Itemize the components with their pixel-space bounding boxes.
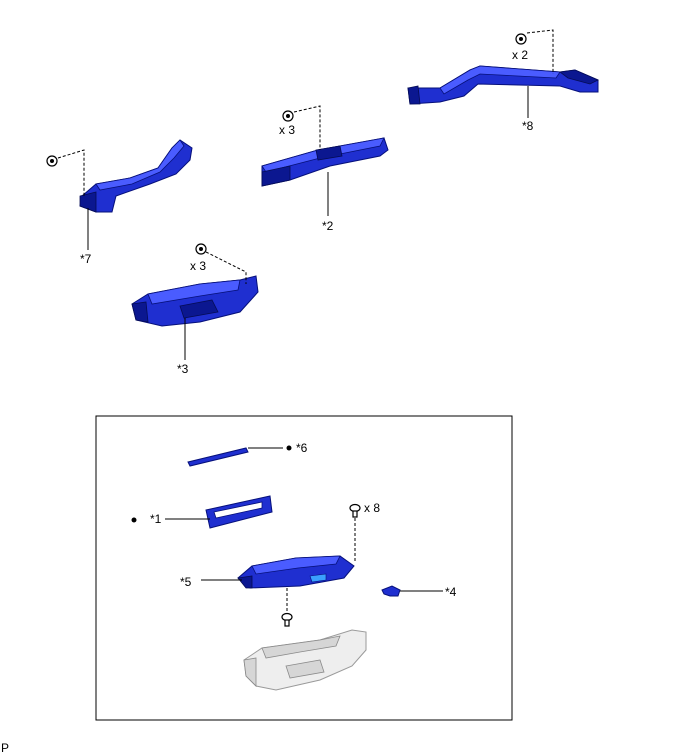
leader-dashed — [293, 105, 321, 150]
bullet-icon — [131, 517, 137, 523]
quantity-text: x 8 — [364, 501, 380, 515]
leader-dashed — [205, 251, 247, 284]
callout-label: *7 — [80, 252, 92, 266]
part-6-rod — [187, 447, 249, 467]
figure-code: P — [1, 741, 9, 755]
bullet-icon — [286, 445, 292, 451]
bolt-icon — [281, 612, 293, 627]
inset-frame — [95, 415, 513, 721]
part-3-duct — [131, 275, 259, 327]
callout-label: *1 — [150, 512, 162, 526]
clip-icon — [46, 155, 58, 167]
leader-dashed — [57, 149, 85, 196]
quantity-text: x 3 — [279, 123, 295, 137]
part-7-duct — [79, 139, 193, 213]
part-2-duct — [261, 137, 389, 187]
clip-icon — [282, 110, 294, 122]
quantity-text: x 2 — [512, 48, 528, 62]
part-1-bezel — [205, 495, 273, 529]
quantity-text: x 3 — [190, 259, 206, 273]
bolt-icon — [349, 503, 361, 518]
callout-label: *6 — [296, 441, 308, 455]
base-housing-ghost — [243, 629, 367, 691]
part-4-bracket — [381, 585, 401, 597]
callout-label: *8 — [522, 119, 534, 133]
clip-icon — [195, 243, 207, 255]
callout-label: *5 — [180, 575, 192, 589]
clip-icon — [515, 33, 527, 45]
callout-label: *3 — [177, 362, 189, 376]
part-8-duct — [407, 65, 599, 105]
leader-dashed — [526, 29, 554, 74]
part-5-duct — [237, 555, 355, 589]
callout-label: *2 — [322, 219, 334, 233]
callout-label: *4 — [445, 585, 457, 599]
